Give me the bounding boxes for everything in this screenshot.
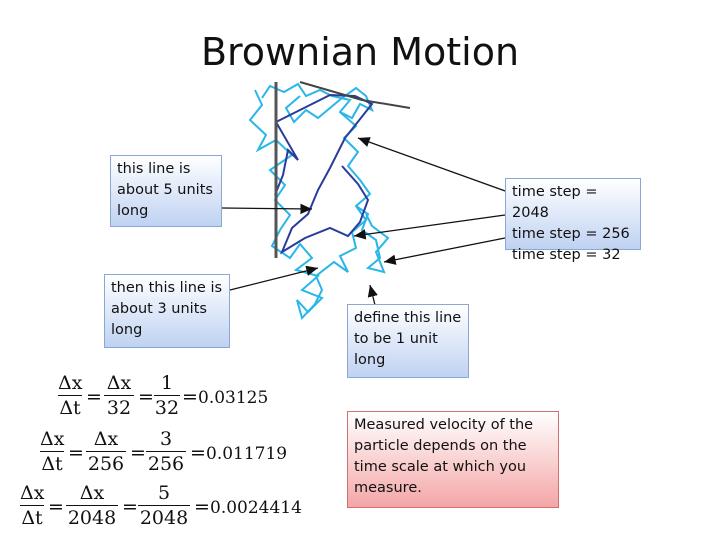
eq-mid-denominator: 32 [104, 397, 134, 419]
arrow-one-unit [370, 285, 375, 305]
callout-conclusion: Measured velocity of the particle depend… [347, 411, 559, 508]
eq-rhs-denominator: 256 [146, 453, 186, 475]
eq-rhs-numerator: 1 [154, 372, 180, 394]
fine-step-path-branch [356, 206, 388, 272]
eq-lhs-denominator: Δt [58, 397, 82, 419]
eq-mid-denominator: 2048 [66, 507, 118, 529]
eq-rhs-numerator: 3 [146, 428, 186, 450]
eq-rhs-numerator: 5 [138, 482, 190, 504]
arrow-time-step-32 [384, 238, 505, 262]
eq-mid-denominator: 256 [86, 453, 126, 475]
eq-mid-numerator: Δx [104, 372, 134, 394]
eq-lhs-numerator: Δx [40, 428, 64, 450]
eq-rhs-denominator: 32 [154, 397, 180, 419]
eq-lhs-numerator: Δx [20, 482, 44, 504]
eq-result: 0.011719 [206, 444, 287, 464]
callout-five-units: this line is about 5 units long [110, 155, 222, 227]
fine-step-path-upper [286, 88, 372, 122]
eq-lhs-numerator: Δx [58, 372, 82, 394]
callout-three-units: then this line is about 3 units long [104, 274, 230, 348]
eq-lhs-denominator: Δt [20, 507, 44, 529]
eq-mid-numerator: Δx [86, 428, 126, 450]
eq-result: 0.03125 [198, 388, 268, 408]
eq-rhs-denominator: 2048 [138, 507, 190, 529]
eq-mid-numerator: Δx [66, 482, 118, 504]
callout-one-unit: define this line to be 1 unit long [347, 304, 469, 378]
callout-time-steps: time step = 2048 time step = 256 time st… [505, 178, 641, 250]
arrow-five-units [222, 208, 312, 209]
arrow-time-step-2048 [358, 138, 508, 192]
arrow-time-step-256 [354, 215, 505, 236]
eq-lhs-denominator: Δt [40, 453, 64, 475]
eq-result: 0.0024414 [210, 498, 302, 518]
